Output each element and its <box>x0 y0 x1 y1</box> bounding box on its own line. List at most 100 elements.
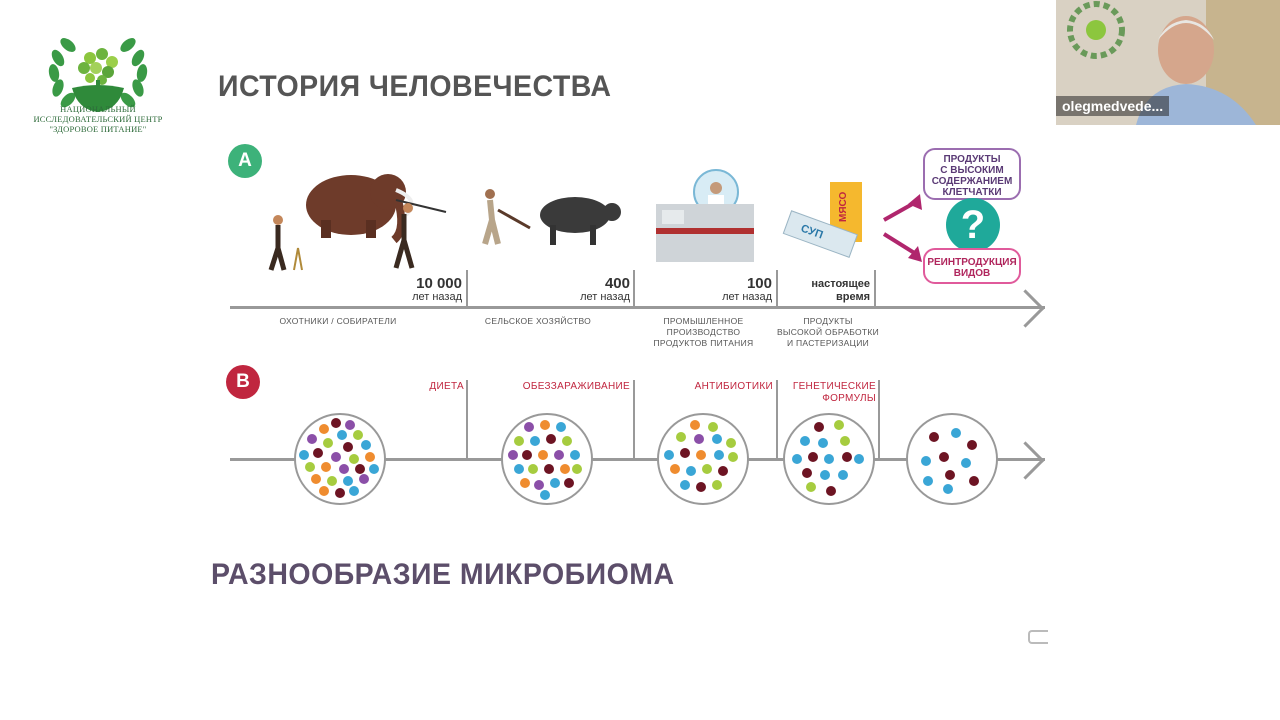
slide-corner-mark <box>1028 630 1048 644</box>
section-a-badge: А <box>228 144 262 178</box>
bacteria-dot <box>792 454 802 464</box>
timeline-b-tick <box>633 380 635 458</box>
bacteria-dot <box>800 436 810 446</box>
marker-year: 400 <box>604 275 630 292</box>
bacteria-dot <box>969 476 979 486</box>
bacteria-dot <box>361 440 371 450</box>
timeline-a-tick <box>776 270 778 306</box>
bacteria-dot <box>534 480 544 490</box>
bacteria-dot <box>824 454 834 464</box>
question-mark-icon: ? <box>946 198 1000 252</box>
bacteria-dot <box>353 430 363 440</box>
factor-label: ДИЕТА <box>429 381 464 392</box>
bacteria-dot <box>818 438 828 448</box>
bacteria-dot <box>331 452 341 462</box>
bacteria-dot <box>834 420 844 430</box>
marker-ago: лет назад <box>722 291 772 303</box>
bacteria-dot <box>808 452 818 462</box>
timeline-b-axis <box>230 458 1045 461</box>
bacteria-dot <box>520 478 530 488</box>
timeline-a-tick <box>633 270 635 306</box>
bacteria-dot <box>522 450 532 460</box>
bacteria-dot <box>680 480 690 490</box>
bacteria-dot <box>321 462 331 472</box>
bacteria-dot <box>343 476 353 486</box>
bacteria-dot <box>728 452 738 462</box>
species-reintroduction-box: РЕИНТРОДУКЦИЯ ВИДОВ <box>923 248 1021 284</box>
bacteria-dot <box>708 422 718 432</box>
bacteria-dot <box>712 480 722 490</box>
bacteria-dot <box>929 432 939 442</box>
bacteria-dot <box>369 464 379 474</box>
marker-ago: время <box>835 291 870 303</box>
era-label: ПРОМЫШЛЕННОЕ ПРОИЗВОДСТВО ПРОДУКТОВ ПИТА… <box>653 316 754 348</box>
bacteria-dot <box>842 452 852 462</box>
bacteria-dot <box>840 436 850 446</box>
bacteria-dot <box>550 478 560 488</box>
factory-illustration <box>656 169 754 262</box>
bacteria-dot <box>562 436 572 446</box>
bacteria-dot <box>826 486 836 496</box>
bacteria-dot <box>702 464 712 474</box>
bacteria-dot <box>365 452 375 462</box>
bacteria-dot <box>961 458 971 468</box>
bacteria-dot <box>319 486 329 496</box>
hunters-mammoth-illustration <box>268 174 447 271</box>
bacteria-dot <box>696 450 706 460</box>
bacteria-dot <box>540 490 550 500</box>
bacteria-dot <box>664 450 674 460</box>
timeline-a-arrowhead <box>1006 289 1045 328</box>
bacteria-dot <box>337 430 347 440</box>
microbiome-circle <box>294 413 386 505</box>
bacteria-dot <box>680 448 690 458</box>
bacteria-dot <box>305 462 315 472</box>
bacteria-dot <box>345 420 355 430</box>
bacteria-dot <box>726 438 736 448</box>
section-b-badge: В <box>226 365 260 399</box>
bacteria-dot <box>820 470 830 480</box>
bacteria-dot <box>694 434 704 444</box>
bacteria-dot <box>538 450 548 460</box>
factor-label: ОБЕЗЗАРАЖИВАНИЕ <box>522 381 630 392</box>
bacteria-dot <box>718 466 728 476</box>
participant-name: olegmedvede... <box>1056 96 1170 116</box>
microbiome-circle <box>501 413 593 505</box>
marker-year: настоящее <box>811 278 870 290</box>
processed-food-illustration: МЯСО СУП <box>782 182 862 258</box>
slide-title: ИСТОРИЯ ЧЕЛОВЕЧЕСТВА <box>218 70 612 103</box>
marker-ago: лет назад <box>412 291 462 303</box>
bacteria-dot <box>696 482 706 492</box>
bacteria-dot <box>319 424 329 434</box>
bacteria-dot <box>921 456 931 466</box>
bacteria-dot <box>814 422 824 432</box>
bacteria-dot <box>560 464 570 474</box>
microbiome-circle <box>906 413 998 505</box>
bacteria-dot <box>951 428 961 438</box>
bacteria-dot <box>714 450 724 460</box>
logo-caption: НАЦИОНАЛЬНЫЙ ИССЛЕДОВАТЕЛЬСКИЙ ЦЕНТР "ЗД… <box>33 104 163 134</box>
bacteria-dot <box>327 476 337 486</box>
farmer-ox-illustration <box>482 189 621 245</box>
timeline-b-tick <box>466 380 468 458</box>
era-label: ПРОДУКТЫ ВЫСОКОЙ ОБРАБОТКИ И ПАСТЕРИЗАЦИ… <box>776 316 880 348</box>
bacteria-dot <box>554 450 564 460</box>
bacteria-dot <box>670 464 680 474</box>
bacteria-dot <box>540 420 550 430</box>
bacteria-dot <box>311 474 321 484</box>
bacteria-dot <box>339 464 349 474</box>
bacteria-dot <box>564 478 574 488</box>
meat-label: МЯСО <box>838 192 849 222</box>
bacteria-dot <box>546 434 556 444</box>
bacteria-dot <box>313 448 323 458</box>
bacteria-dot <box>359 474 369 484</box>
bacteria-dot <box>335 488 345 498</box>
bacteria-dot <box>572 464 582 474</box>
bacteria-dot <box>514 436 524 446</box>
bacteria-dot <box>854 454 864 464</box>
branch-arrows <box>882 194 922 262</box>
factor-label: ГЕНЕТИЧЕСКИЕ ФОРМУЛЫ <box>792 381 876 404</box>
bacteria-dot <box>838 470 848 480</box>
bacteria-dot <box>806 482 816 492</box>
bacteria-dot <box>570 450 580 460</box>
bacteria-dot <box>508 450 518 460</box>
